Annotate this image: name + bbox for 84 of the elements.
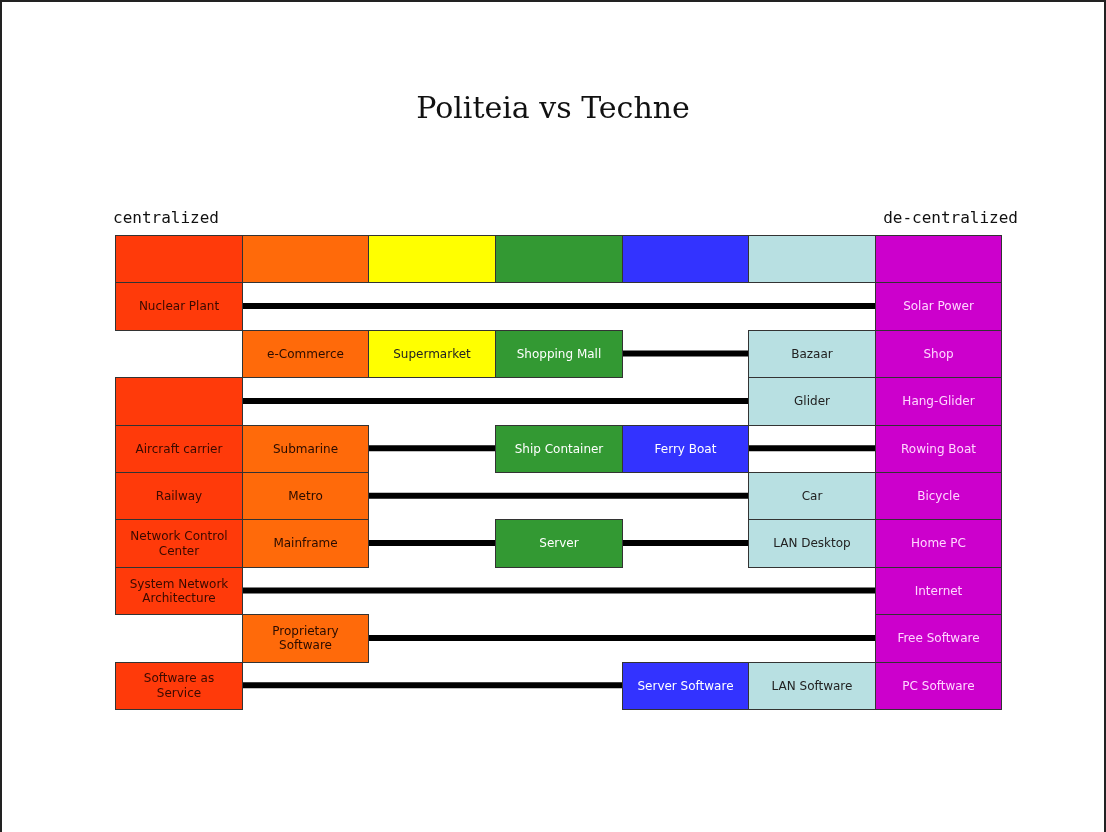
box-label: Bicycle	[917, 489, 960, 504]
category-box	[115, 661, 243, 710]
category-box	[115, 424, 243, 473]
category-box	[115, 282, 243, 331]
connector-line	[368, 540, 495, 547]
color-box	[748, 235, 876, 284]
category-box	[242, 424, 369, 473]
category-box	[875, 519, 1002, 568]
box-label: Rowing Boat	[901, 441, 976, 456]
category-box	[875, 472, 1002, 521]
connector-line	[242, 587, 875, 594]
box-label: LAN Desktop	[773, 536, 851, 551]
box-label: Free Software	[897, 631, 980, 646]
box-label: Network Control Center	[129, 529, 229, 558]
box-label: Home PC	[911, 536, 966, 551]
connector-line	[622, 350, 748, 357]
box-label: PC Software	[902, 678, 975, 693]
category-box	[748, 329, 876, 379]
box-label: System Network Architecture	[128, 576, 230, 606]
category-box	[495, 329, 623, 379]
box-label: Mainframe	[273, 536, 338, 551]
box-label: Nuclear Plant	[138, 299, 220, 314]
category-box	[622, 424, 749, 473]
color-box	[622, 235, 749, 284]
category-box	[875, 566, 1002, 616]
box-label: Metro	[288, 489, 323, 504]
box-label: Ship Container	[514, 441, 604, 456]
axis-label: centralized	[113, 208, 219, 227]
box-label: Bazaar	[791, 346, 833, 362]
box-label: LAN Software	[771, 678, 853, 693]
box-label: Server	[539, 536, 579, 551]
box-label: e-Commerce	[267, 346, 344, 362]
category-box	[115, 519, 243, 568]
box-label: Hang-Glider	[902, 394, 975, 409]
box-label: Aircraft carrier	[135, 441, 223, 456]
box-label: Supermarket	[393, 346, 471, 362]
box-label: Proprietary Software	[271, 624, 340, 653]
category-box	[368, 329, 496, 379]
box-label: Shop	[923, 346, 954, 362]
category-box	[875, 329, 1002, 379]
category-box	[875, 282, 1002, 331]
box-label: Glider	[794, 394, 830, 409]
category-box	[748, 661, 876, 710]
connector-line	[242, 682, 622, 689]
category-box	[495, 424, 623, 473]
category-box	[748, 377, 876, 426]
color-box	[115, 235, 243, 284]
box-label: Railway	[155, 489, 203, 504]
connector-line	[622, 540, 748, 547]
box-label: Server Software	[637, 678, 734, 693]
category-box	[115, 566, 243, 616]
color-box	[875, 235, 1002, 284]
box-label: Ferry Boat	[654, 441, 717, 456]
box-label: Solar Power	[903, 299, 974, 314]
connector-line	[368, 445, 495, 452]
category-box	[115, 472, 243, 521]
category-box	[875, 377, 1002, 426]
title: Politeia vs Techne	[415, 90, 691, 125]
category-box	[495, 519, 623, 568]
connector-line	[242, 397, 748, 404]
connector-line	[368, 492, 748, 499]
box-label: Internet	[914, 583, 963, 599]
category-box	[622, 661, 749, 710]
box-label: Car	[801, 489, 823, 504]
category-box	[748, 519, 876, 568]
connector-line	[748, 445, 875, 452]
category-box	[242, 519, 369, 568]
color-box	[242, 235, 369, 284]
box-label: Software as Service	[142, 671, 216, 701]
axis-label: de-centralized	[883, 208, 1018, 227]
category-box	[242, 472, 369, 521]
category-box	[875, 614, 1002, 663]
color-box	[115, 377, 243, 426]
color-box	[495, 235, 623, 284]
color-box	[368, 235, 496, 284]
connector-line	[242, 303, 875, 310]
connector-line	[368, 634, 875, 641]
category-box	[242, 329, 369, 379]
category-box	[242, 614, 369, 663]
box-label: Shopping Mall	[516, 346, 602, 362]
box-label: Submarine	[272, 441, 339, 456]
category-box	[875, 424, 1002, 473]
category-box	[875, 661, 1002, 710]
category-box	[748, 472, 876, 521]
